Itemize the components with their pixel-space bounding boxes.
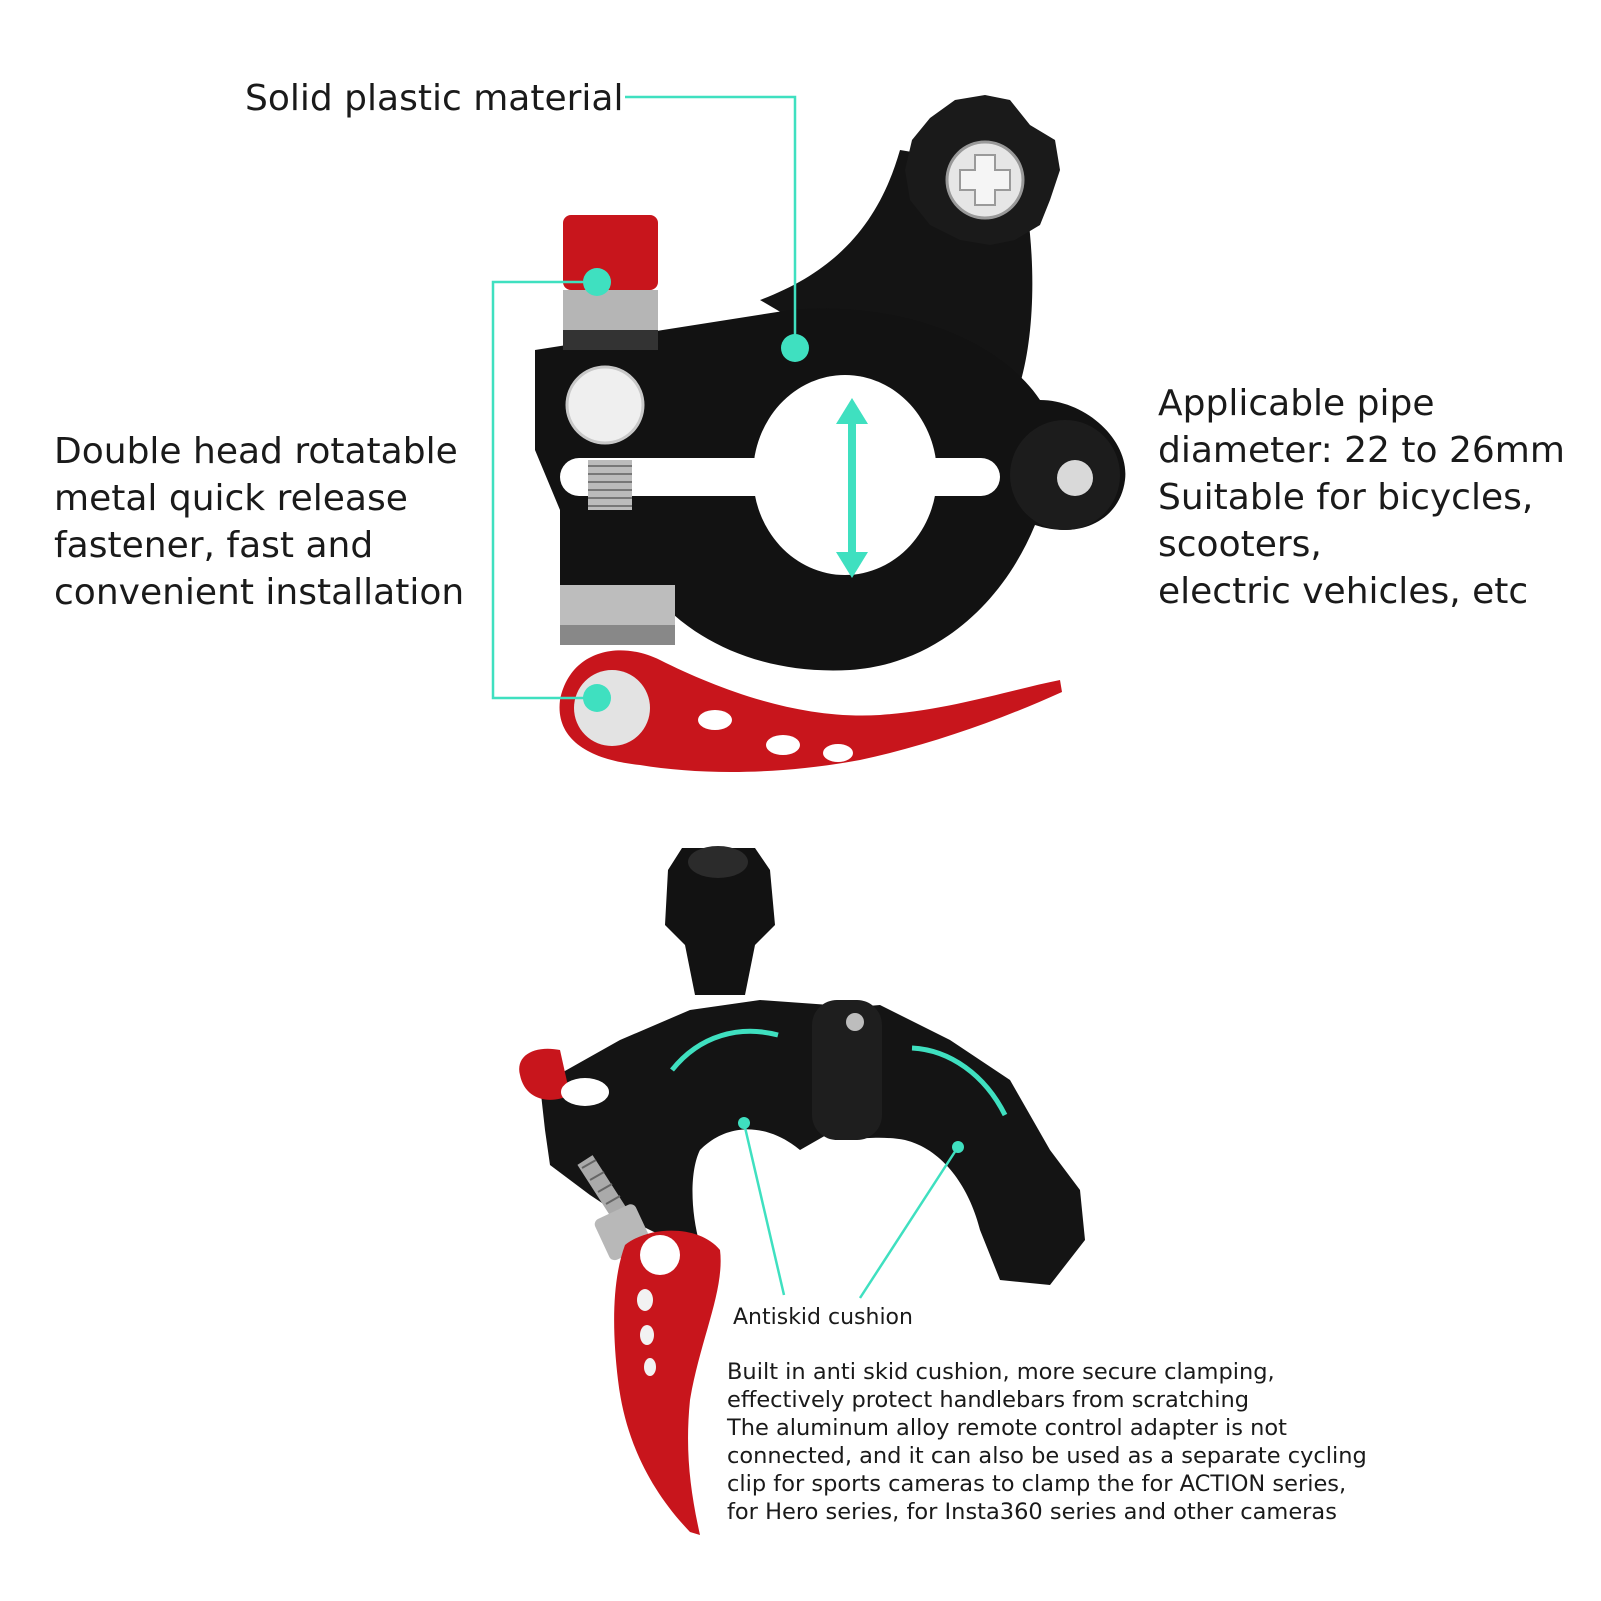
desc-line-4: connected, and it can also be used as a … [727, 1443, 1367, 1469]
pipe-line-1: Applicable pipe [1158, 383, 1435, 424]
desc-line-5: clip for sports cameras to clamp the for… [727, 1471, 1347, 1497]
pipe-callout: Applicable pipe diameter: 22 to 26mm Sui… [1158, 380, 1565, 615]
cushion-label: Antiskid cushion [733, 1305, 913, 1330]
left-cushion-arc [670, 1028, 779, 1072]
right-cushion-arc [911, 1045, 1008, 1117]
pipe-line-4: scooters, [1158, 524, 1322, 565]
pipe-line-5: electric vehicles, etc [1158, 571, 1529, 612]
fastener-callout: Double head rotatable metal quick releas… [54, 428, 464, 616]
fastener-line-4: convenient installation [54, 572, 465, 613]
lever-dot [583, 684, 611, 712]
desc-line-1: Built in anti skid cushion, more secure … [727, 1359, 1275, 1385]
pipe-line-3: Suitable for bicycles, [1158, 477, 1534, 518]
bottom-left-half [540, 1000, 835, 1245]
star-knob [905, 95, 1060, 245]
top-clamp-render [535, 95, 1126, 772]
bottom-connector-lines [742, 1122, 960, 1299]
top-connector-lines [491, 95, 797, 700]
red-cap [563, 215, 658, 290]
desc-line-3: The aluminum alloy remote control adapte… [727, 1415, 1288, 1441]
desc-line-6: for Hero series, for Insta360 series and… [727, 1499, 1337, 1525]
bottom-red-lever [614, 1230, 721, 1535]
cushion-description: Built in anti skid cushion, more secure … [727, 1358, 1367, 1526]
material-dot [781, 334, 809, 362]
bottom-knob [665, 848, 775, 995]
fastener-line-1: Double head rotatable [54, 431, 458, 472]
pipe-line-2: diameter: 22 to 26mm [1158, 430, 1565, 471]
pipe-diameter-arrow [836, 398, 868, 578]
red-lever [559, 650, 1062, 772]
cap-dot [583, 268, 611, 296]
material-callout: Solid plastic material [245, 78, 624, 119]
fastener-line-2: metal quick release [54, 478, 408, 519]
fastener-line-3: fastener, fast and [54, 525, 374, 566]
desc-line-2: effectively protect handlebars from scra… [727, 1387, 1250, 1413]
